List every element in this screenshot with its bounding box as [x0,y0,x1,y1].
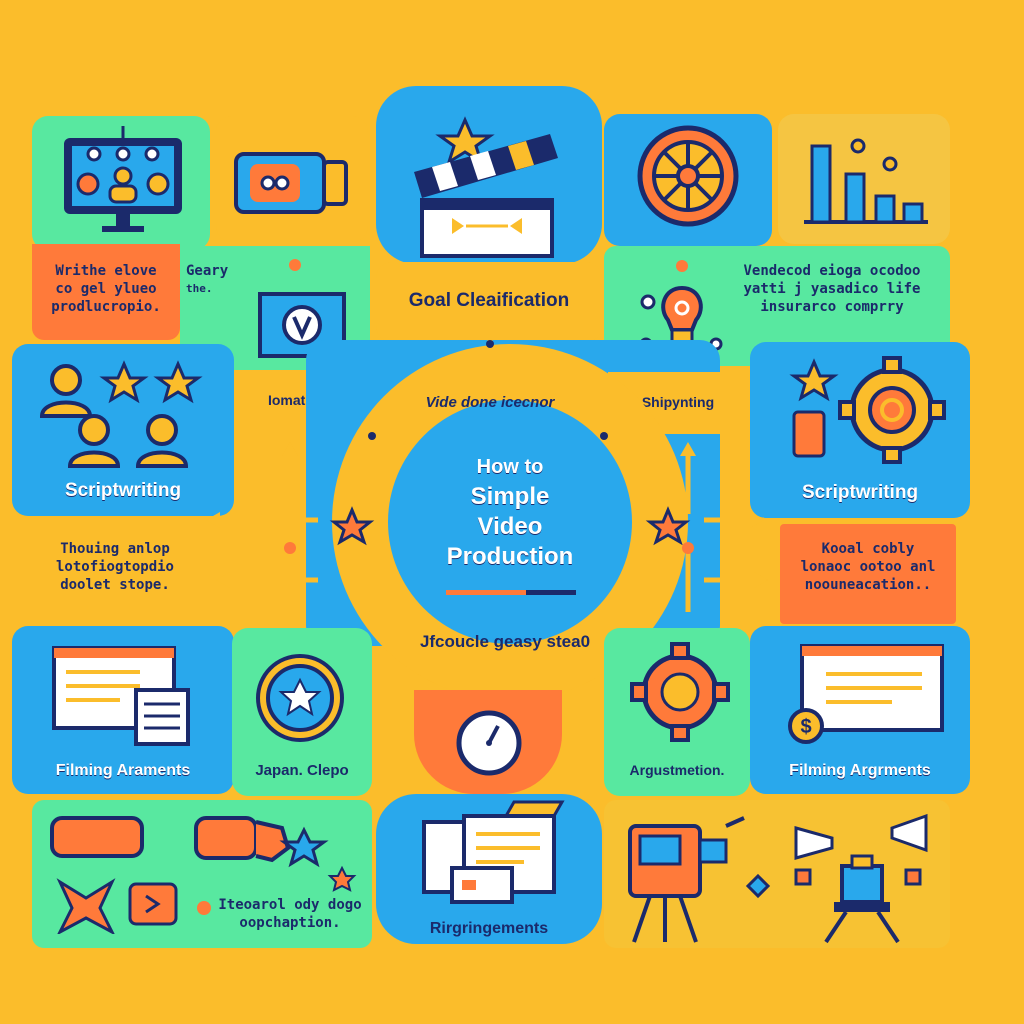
gear-icon [780,356,950,466]
filming-left-label: Filming Araments [55,762,191,779]
center-title-line-1: How to [476,456,544,478]
left-mid-note: Thouing anlop lotofiogtopdio doolet stop… [55,541,174,593]
center-title-line-4: Production [446,543,574,570]
goal-note-text: Writhe elove co gel ylueo prodlucropio. [51,263,161,315]
ring-bottom-text: Jfcoucle geasy stea0 [419,632,591,651]
center-title-line-3: Video [477,513,543,540]
right-mid-note: Kooal cobly lonaoc ootoo anl noouneacati… [800,541,936,593]
center-title: How to Simple Video Production [400,452,620,572]
right-top-note: Vendecod eioga ocodoo yatti j yasadico l… [743,263,921,315]
center-title-line-2: Simple [470,483,550,510]
team-stars-icon [30,356,210,468]
film-reel-icon [630,118,746,234]
scriptwriting-right-label: Scriptwriting [801,482,919,503]
hands-note: Iteoarol ody dogo oopchaption. [218,897,362,931]
papers-icon [414,798,574,908]
monitor-icon [58,124,188,236]
filming-right-label: Filming Argrments [789,762,931,779]
goal-label: Goal Cleaification [408,290,570,311]
document-coin-icon: $ [782,640,952,750]
timer-icon [454,708,524,778]
camera-icon [232,148,352,218]
arrangements-label: Rirgringements [429,920,549,937]
dot-icon [288,258,302,272]
numbered-gear-icon [628,640,732,744]
svg-text:$: $ [800,716,811,738]
badge-label: Japan. Clepo [255,762,349,779]
ring-top-text: Vide done icecnor [425,394,555,411]
clapperboard-icon [400,112,570,262]
handshake-icon [46,808,366,934]
scriptwriting-left-label: Scriptwriting [64,480,182,501]
center-ring [310,330,710,710]
document-icon [50,644,200,748]
gear-right-label: Argustmetion. [629,762,725,778]
film-equipment-icon [620,806,940,946]
geary-note: Geary the. [186,263,229,295]
video-play-icon [256,290,348,362]
bar-chart-icon [796,124,936,230]
tile-goal-note [32,244,180,340]
tag-right-label: Shipynting [641,394,715,410]
tile-right-note [780,524,956,624]
star-badge-icon [248,646,352,750]
